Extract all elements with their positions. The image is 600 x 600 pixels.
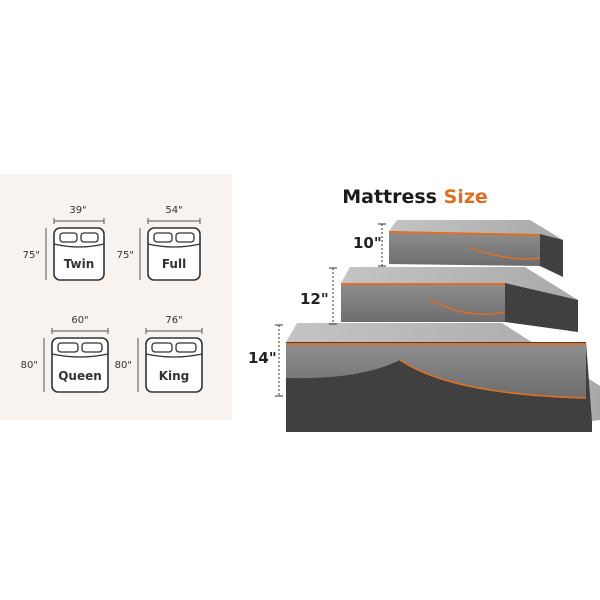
bed-width-label: 76" xyxy=(165,315,183,326)
mattress-10 xyxy=(388,220,563,277)
bed-width-label: 60" xyxy=(71,315,89,326)
bed-card-full: 54" 75" Full xyxy=(117,174,234,281)
bed-size-panel: 39" 75" Twin 54" 75" Full xyxy=(0,174,232,420)
mattress-14 xyxy=(286,323,600,432)
bed-card-king: 76" 80" King xyxy=(115,284,234,393)
mattress-height-label: 12" xyxy=(300,290,329,308)
bed-card-queen: 60" 80" Queen xyxy=(21,284,142,393)
bed-name-label: Queen xyxy=(58,369,102,383)
title-accent-word: Size xyxy=(443,186,488,208)
bed-length-label: 80" xyxy=(114,360,132,371)
bed-name-label: King xyxy=(158,369,190,383)
bed-width-label: 54" xyxy=(165,205,183,216)
bed-icon xyxy=(139,218,201,281)
dimension-markers xyxy=(275,223,386,397)
bed-icon xyxy=(43,328,109,393)
title-word: Mattress xyxy=(342,186,437,208)
bed-length-label: 75" xyxy=(22,250,40,261)
bed-card-twin: 39" 75" Twin xyxy=(23,174,142,281)
page-title: Mattress Size xyxy=(335,186,495,208)
mattress-height-label: 10" xyxy=(353,234,382,252)
mattress-height-label: 14" xyxy=(248,349,277,367)
bed-width-label: 39" xyxy=(69,205,87,216)
bed-length-label: 75" xyxy=(116,250,134,261)
bed-name-label: Twin xyxy=(63,257,95,271)
mattress-12 xyxy=(341,267,578,332)
bed-icon xyxy=(45,218,105,281)
bed-length-label: 80" xyxy=(20,360,38,371)
bed-name-label: Full xyxy=(161,257,187,271)
bed-icon xyxy=(137,328,203,393)
